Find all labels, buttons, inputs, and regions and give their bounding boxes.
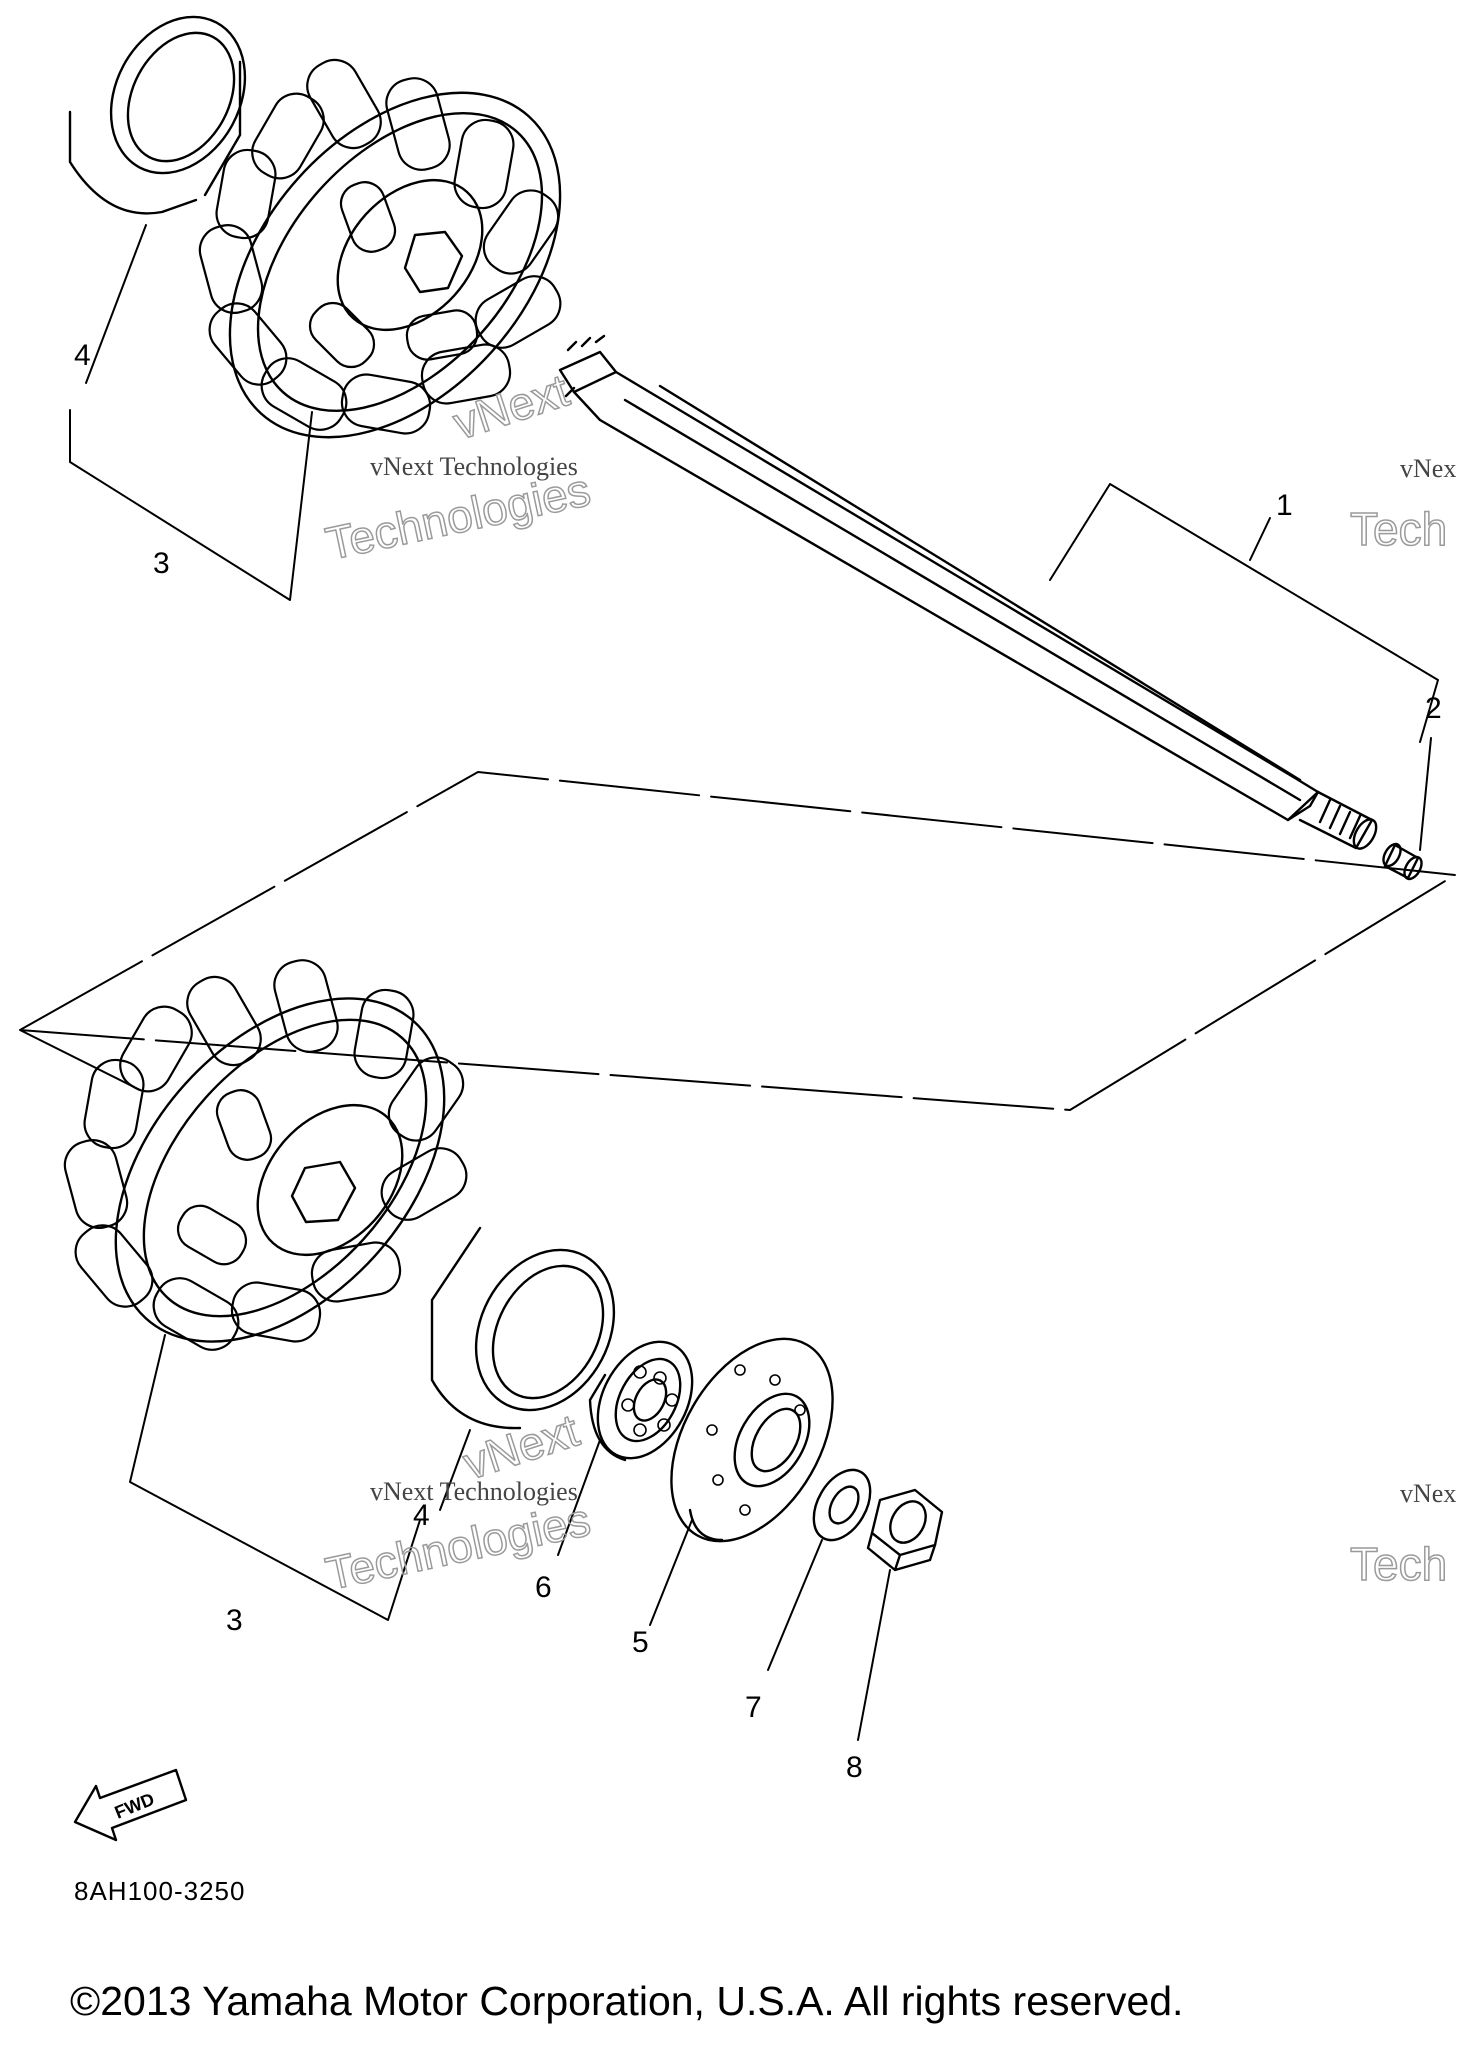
callout-8: 8 (846, 1751, 863, 1784)
sprocket-bottom (63, 959, 468, 1351)
fwd-label: FWD (112, 1789, 157, 1823)
leader-8 (857, 1569, 891, 1741)
svg-text:Tech: Tech (1350, 1538, 1447, 1590)
callout-2: 2 (1425, 692, 1442, 725)
leader-3-top (69, 409, 313, 601)
nut (866, 1488, 944, 1572)
diagram-code: 8AH100-3250 (74, 1876, 246, 1906)
callout-7: 7 (745, 1691, 762, 1724)
callout-6: 6 (535, 1571, 552, 1604)
callout-3-bottom: 3 (226, 1604, 243, 1637)
svg-text:Technologies: Technologies (321, 1493, 594, 1600)
sprocket-top (198, 58, 562, 439)
leader-3-bottom (129, 1334, 421, 1621)
plug (1382, 842, 1423, 881)
callout-4-top: 4 (74, 339, 91, 372)
callout-4-bottom: 4 (413, 1499, 430, 1532)
svg-text:vNext Technologies: vNext Technologies (370, 1477, 578, 1506)
callout-3-top: 3 (153, 547, 170, 580)
leader-4-top (85, 224, 147, 384)
sleeve-top (68, 15, 247, 215)
watermark: vNext Technologies vNext Technologies vN… (321, 363, 1457, 1601)
leader-7 (767, 1539, 823, 1671)
callout-5: 5 (632, 1626, 649, 1659)
sleeve-bottom (430, 1226, 616, 1430)
flange-plate (670, 1337, 834, 1543)
leader-5 (649, 1519, 693, 1626)
washer (812, 1468, 872, 1542)
leader-4-bottom (439, 1429, 471, 1511)
svg-text:vNex: vNex (1400, 1479, 1456, 1508)
svg-text:vNext Technologies: vNext Technologies (370, 452, 578, 481)
leader-1 (1049, 483, 1439, 743)
shaft (558, 334, 1378, 850)
copyright-notice: ©2013 Yamaha Motor Corporation, U.S.A. A… (70, 1978, 1184, 2024)
leader-2 (1419, 737, 1432, 851)
assembly-bracket (19, 771, 1456, 1111)
svg-text:vNex: vNex (1400, 454, 1456, 483)
leader-6 (557, 1439, 601, 1556)
bearing (588, 1340, 694, 1462)
callout-1: 1 (1276, 489, 1293, 522)
fwd-arrow-icon (73, 1768, 188, 1842)
svg-text:Tech: Tech (1350, 503, 1447, 555)
